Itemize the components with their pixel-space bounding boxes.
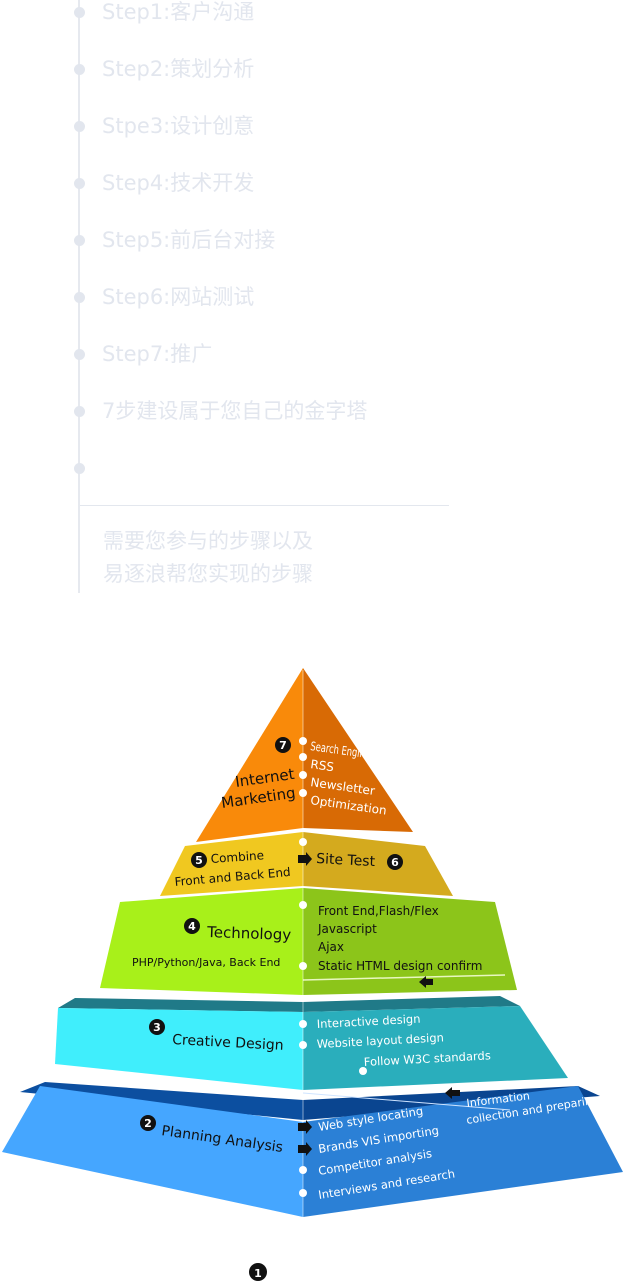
- badge-7: [275, 737, 291, 753]
- arrow-left-icon: [419, 976, 433, 988]
- tier3-item: Follow W3C standards: [363, 1048, 491, 1069]
- step-6: Step6:网站测试: [102, 285, 255, 309]
- badge-2: [140, 1115, 156, 1131]
- badge-3: [149, 1019, 165, 1035]
- tier6-right-face: [303, 832, 453, 896]
- tier4-item: Front End,Flash/Flex: [318, 904, 439, 918]
- tier4-item: Ajax: [318, 940, 344, 954]
- badge-1: [249, 1263, 267, 1281]
- timeline-dot: [74, 235, 85, 246]
- description-line-1: 需要您参与的步骤以及: [103, 529, 313, 553]
- step-2: Step2:策划分析: [102, 57, 255, 81]
- timeline-dot: [74, 406, 85, 417]
- connector-line: [302, 974, 506, 981]
- arrow-right-icon: [298, 1120, 312, 1134]
- arrow-left-icon: [445, 1087, 460, 1099]
- arrow-right-icon: [298, 1142, 312, 1156]
- tier3-left-face: [55, 1008, 303, 1090]
- tier4-subtitle: PHP/Python/Java, Back End: [132, 956, 280, 969]
- step-3: Stpe3:设计创意: [102, 114, 255, 138]
- timeline-dot: [74, 292, 85, 303]
- tier6-title: Site Test: [316, 851, 376, 870]
- timeline-dot: [74, 463, 85, 474]
- tier4-item: Static HTML design confirm: [318, 959, 482, 973]
- tier3-item: Website layout design: [316, 1030, 444, 1051]
- arrow-right-icon: [298, 852, 312, 866]
- step-7: Step7:推广: [102, 342, 213, 366]
- step-summary: 7步建设属于您自己的金字塔: [102, 399, 368, 423]
- timeline-dot: [74, 349, 85, 360]
- tier2-right-face: [303, 1086, 623, 1217]
- tier3-top: [58, 996, 520, 1012]
- tier5-left-face: [160, 832, 303, 896]
- tier3-right-face: [303, 1006, 568, 1090]
- timeline-dot: [74, 64, 85, 75]
- tier4-left-face: [100, 888, 303, 995]
- tier7-left-face: [196, 668, 303, 842]
- svg-text:6: 6: [391, 856, 399, 869]
- tier7-right-face: [303, 668, 413, 832]
- step-4: Step4:技术开发: [102, 171, 255, 195]
- tier2-left-face: [2, 1086, 303, 1217]
- description-line-2: 易逐浪帮您实现的步骤: [103, 562, 313, 586]
- svg-text:5: 5: [195, 854, 203, 867]
- timeline-dot: [74, 7, 85, 18]
- svg-text:7: 7: [279, 739, 287, 752]
- svg-text:1: 1: [254, 1267, 262, 1280]
- svg-text:4: 4: [188, 920, 196, 933]
- tier3-item: Interactive design: [316, 1012, 420, 1031]
- step-1: Step1:客户沟通: [102, 0, 255, 24]
- badge-6: [387, 854, 403, 870]
- divider: [80, 505, 449, 506]
- tier4-title: Technology: [206, 923, 292, 944]
- connector-line: [302, 1092, 511, 1111]
- svg-text:3: 3: [153, 1021, 161, 1034]
- tier3-title: Creative Design: [172, 1032, 284, 1054]
- step-5: Step5:前后台对接: [102, 228, 276, 252]
- svg-text:2: 2: [144, 1117, 152, 1130]
- badge-4: [184, 918, 200, 934]
- timeline-dot: [74, 121, 85, 132]
- tier5-title-1: Combine: [210, 848, 264, 866]
- tier4-right-face: [303, 888, 517, 995]
- tier4-item: Javascript: [317, 922, 377, 936]
- tier2-top: [20, 1082, 303, 1120]
- timeline-dot: [74, 178, 85, 189]
- badge-5: [191, 852, 207, 868]
- tier7-item: RSS: [310, 757, 335, 774]
